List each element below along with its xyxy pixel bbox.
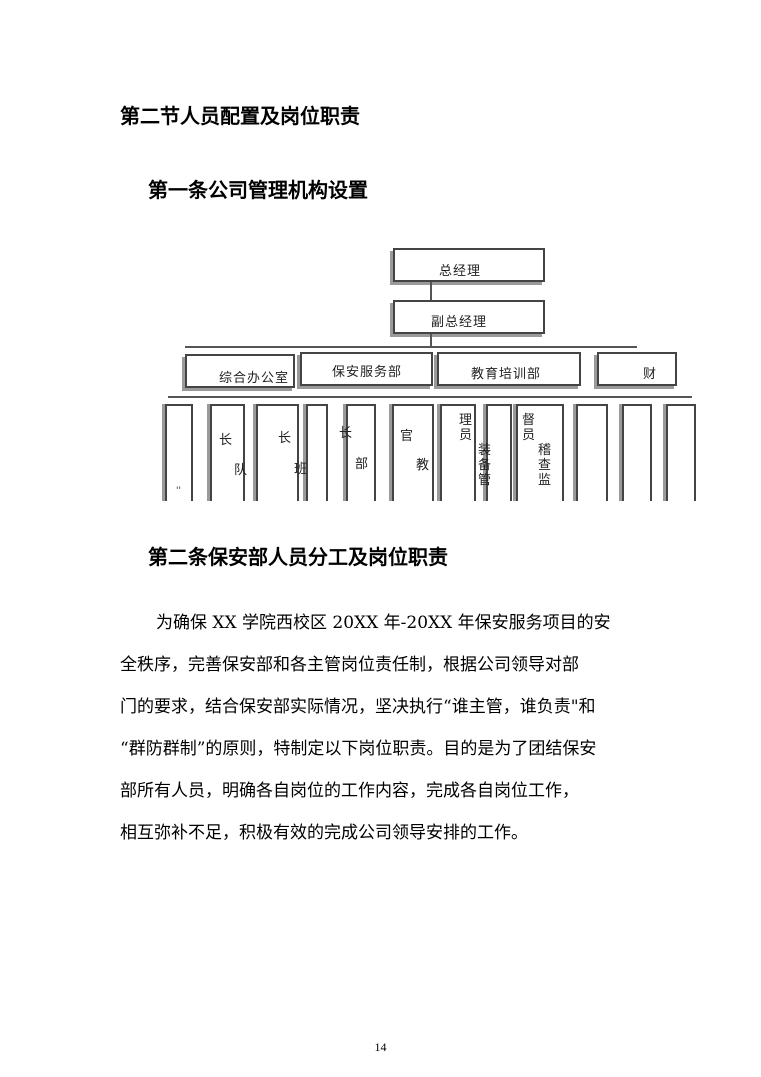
org-column-text: 长 (278, 431, 292, 446)
org-column-text: 查 (538, 458, 552, 473)
org-column-text: 班 (294, 462, 308, 477)
org-connector (430, 282, 432, 300)
org-column-text: 监 (538, 473, 552, 488)
org-column-text: 教 (416, 458, 430, 473)
org-connector (430, 334, 432, 348)
org-box-dept-finance: 财 (597, 352, 677, 386)
org-box-dept-office: 综合办公室 (185, 354, 295, 388)
org-label-general-manager: 总经理 (439, 264, 482, 279)
article-2-heading: 第二条保安部人员分工及岗位职责 (148, 545, 448, 569)
org-column-text: 部 (355, 457, 369, 472)
org-column-text: 长 (219, 433, 233, 448)
org-box-general-manager: 总经理 (393, 248, 545, 282)
org-column-text: 管 (478, 473, 492, 488)
paragraph-line: 全秩序，完善保安部和各主管岗位责任制，根据公司领导对部 (120, 655, 579, 675)
article-1-heading: 第一条公司管理机构设置 (148, 178, 368, 202)
org-column-text: 督 (522, 413, 536, 428)
org-box-dept-training: 教育培训部 (437, 352, 581, 386)
org-column-text: 稽 (538, 443, 552, 458)
paragraph-line: “群防群制”的原则，特制定以下岗位职责。目的是为了团结保安 (120, 739, 597, 759)
org-column-text: 装 (478, 443, 492, 458)
org-connector (185, 346, 637, 348)
org-column (256, 404, 299, 501)
org-connector (168, 396, 692, 398)
org-column-text: 员 (522, 428, 536, 443)
paragraph-line: 门的要求，结合保安部实际情况，坚决执行“谁主管，谁负责"和 (120, 697, 596, 717)
page-number: 14 (374, 1040, 387, 1054)
org-column (210, 404, 245, 501)
paragraph-line: 部所有人员，明确各自岗位的工作内容，完成各自岗位工作， (120, 781, 579, 801)
org-column-text: 官 (400, 429, 414, 444)
org-label-dept: 教育培训部 (471, 367, 542, 382)
paragraph-line: 为确保 XX 学院西校区 20XX 年-20XX 年保安服务项目的安 (156, 613, 611, 633)
org-column-text: 长 (339, 426, 353, 441)
org-label-dept: 保安服务部 (332, 365, 403, 380)
org-chart: 总经理 副总经理 综合办公室 保安服务部 教育培训部 财 '' 长 队 长 班 … (0, 0, 761, 520)
org-column (666, 404, 696, 501)
body-paragraph: 为确保 XX 学院西校区 20XX 年-20XX 年保安服务项目的安 全秩序，完… (120, 602, 650, 854)
org-column-text: 备 (478, 458, 492, 473)
org-column (165, 404, 193, 501)
paragraph-line: 相互弥补不足，积极有效的完成公司领导安排的工作。 (120, 823, 528, 843)
org-label-deputy-manager: 副总经理 (431, 315, 488, 330)
org-column (486, 404, 512, 501)
org-column (576, 404, 608, 501)
org-column (306, 404, 328, 501)
org-column (346, 404, 376, 501)
org-column (392, 404, 434, 501)
org-column (516, 404, 564, 501)
org-box-dept-security: 保安服务部 (300, 352, 433, 386)
org-column (440, 404, 476, 501)
org-box-deputy-manager: 副总经理 (393, 300, 545, 334)
org-column-text: '' (176, 486, 181, 496)
org-column-text: 理 (459, 413, 473, 428)
org-column-text: 队 (234, 463, 248, 478)
org-label-dept: 财 (643, 367, 658, 382)
section-heading: 第二节人员配置及岗位职责 (120, 104, 360, 128)
org-column (622, 404, 652, 501)
org-label-dept: 综合办公室 (219, 371, 290, 386)
org-column-text: 员 (459, 428, 473, 443)
